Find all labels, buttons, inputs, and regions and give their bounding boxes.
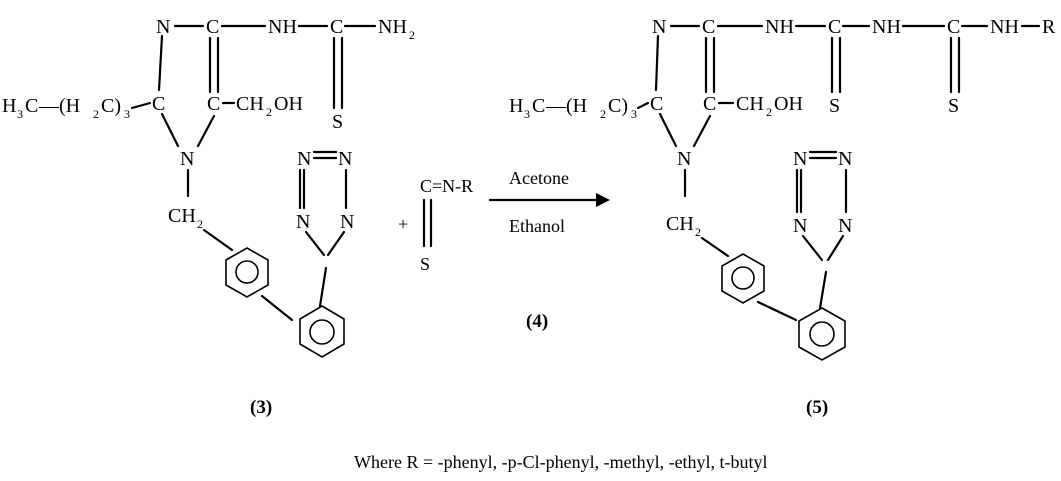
product-sulfur-2: S <box>948 95 959 117</box>
reactant-chain-paren-open: —(H <box>38 95 80 117</box>
product-ch2oh-oh: OH <box>774 93 803 115</box>
product-ring-n3: N <box>677 148 691 170</box>
reactant-chain-h: H <box>2 95 16 117</box>
isothiocyanate-sulfur: S <box>420 254 430 274</box>
arrow-reagent-below: Ethanol <box>509 216 565 236</box>
reaction-arrow: Acetone Ethanol <box>488 168 610 236</box>
reactant-tetrazole-n3: N <box>296 211 310 233</box>
reactant-ch2oh-oh: OH <box>274 93 303 115</box>
product-chain-h-subscript: 3 <box>524 107 530 121</box>
product-chain-h: H <box>509 95 523 117</box>
product-chain-paren-subscript: 2 <box>600 107 606 121</box>
product-ch2oh-subscript: 2 <box>766 105 772 119</box>
reactant-label: (3) <box>250 397 272 418</box>
arrow-reagent-above: Acetone <box>509 168 569 188</box>
product-sulfur-1: S <box>829 95 840 117</box>
product-thio-carbon-1: C <box>828 16 841 38</box>
product-chain-c: C <box>532 95 545 117</box>
reactant-nh2-subscript: 2 <box>409 28 415 42</box>
product-nh-2: NH <box>872 16 901 38</box>
product-ch2: CH <box>666 213 694 235</box>
reactant-ring-c2: C <box>206 16 219 38</box>
reactant-tetrazole-n4: N <box>340 211 354 233</box>
product-ch2-subscript: 2 <box>695 225 701 239</box>
product-chain-paren-close: C) <box>608 95 628 117</box>
product-tetrazole-n3: N <box>793 215 807 237</box>
reactant-tetrazole-n2: N <box>338 148 352 170</box>
reactant-tetrazole-n1: N <box>297 148 311 170</box>
product-tetrazole-n1: N <box>793 148 807 170</box>
product-chain-paren-open: —(H <box>545 95 587 117</box>
reactant-ring-c4: C <box>207 93 220 115</box>
reactant-chain-repeat-subscript: 3 <box>124 107 130 121</box>
reactant-nh: NH <box>268 16 297 38</box>
product-r-group: R <box>1042 16 1056 38</box>
isothiocyanate-formula: C=N-R <box>420 176 473 196</box>
reactant-chain-paren-close: C) <box>101 95 121 117</box>
reactant-chain-paren-subscript: 2 <box>93 107 99 121</box>
plus-sign: + <box>398 214 408 234</box>
product-ring-c5: C <box>650 93 663 115</box>
isothiocyanate-structure: + C=N-R S (4) <box>398 176 548 332</box>
product-label: (5) <box>806 397 828 418</box>
product-chain-repeat-subscript: 3 <box>631 107 637 121</box>
reactant-ring-c5: C <box>152 93 165 115</box>
reactant-ch2: CH <box>168 205 196 227</box>
product-nh-r: NH <box>990 16 1019 38</box>
reactant-chain-h-subscript: 3 <box>17 107 23 121</box>
product-tetrazole-n2: N <box>838 148 852 170</box>
isothiocyanate-label: (4) <box>526 311 548 332</box>
product-ring-c4: C <box>703 93 716 115</box>
product-ring-n1: N <box>652 16 666 38</box>
reactant-ch2oh-subscript: 2 <box>266 105 272 119</box>
reactant-nh2: NH <box>378 16 407 38</box>
product-ring-c2: C <box>702 16 715 38</box>
product-nh-1: NH <box>765 16 794 38</box>
product-structure: N C NH C NH C NH R S S C C CH 2 OH N <box>509 16 1056 418</box>
reactant-ring-n3: N <box>180 148 194 170</box>
reactant-ch2oh-ch: CH <box>236 93 264 115</box>
r-group-footnote: Where R = -phenyl, -p-Cl-phenyl, -methyl… <box>354 452 768 472</box>
reactant-ch2-subscript: 2 <box>197 217 203 231</box>
reactant-ring-n1: N <box>156 16 170 38</box>
reactant-thio-carbon: C <box>330 16 343 38</box>
product-tetrazole-n4: N <box>838 215 852 237</box>
reactant-structure: N C NH C NH 2 S C C CH 2 OH N H 3 C —(H <box>2 16 415 418</box>
reactant-chain-c: C <box>25 95 38 117</box>
product-thio-carbon-2: C <box>947 16 960 38</box>
reactant-sulfur: S <box>332 111 343 133</box>
product-ch2oh-ch: CH <box>736 93 764 115</box>
